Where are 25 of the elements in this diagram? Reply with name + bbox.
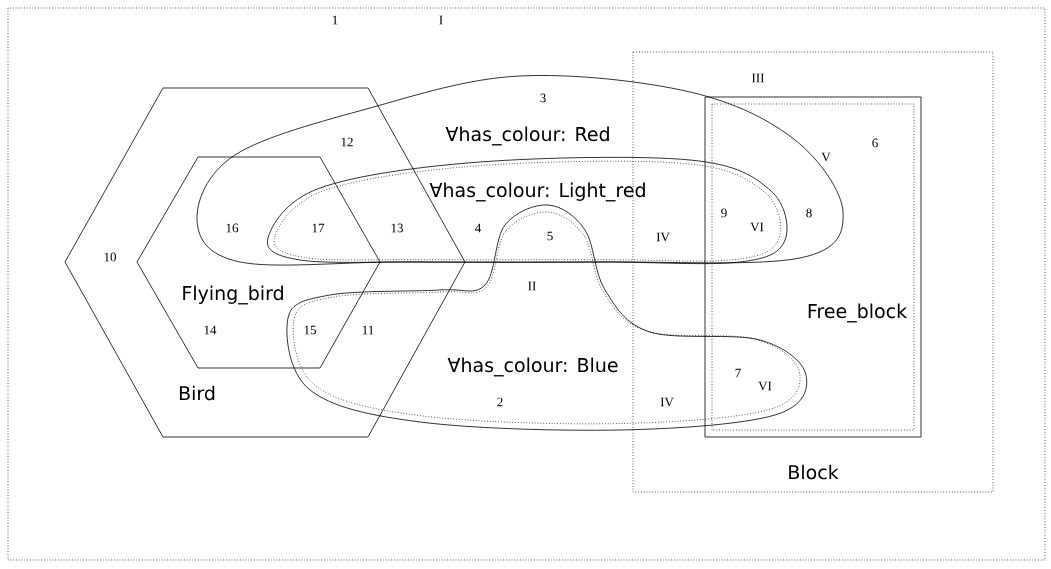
region-number: 6: [872, 138, 878, 148]
region-number: 15: [304, 325, 316, 335]
region-number: 16: [226, 223, 239, 233]
region-number: VI: [758, 381, 772, 391]
region-number: 7: [735, 368, 741, 378]
region-number: 2: [497, 397, 503, 407]
region-number: 8: [806, 208, 812, 218]
region-number: 1: [332, 15, 338, 25]
region-number: 10: [104, 252, 116, 262]
region-number: 12: [341, 137, 353, 147]
region-number: VI: [750, 222, 764, 232]
region-number: II: [528, 281, 536, 291]
region-number: 3: [540, 93, 546, 103]
region-number: IV: [660, 397, 674, 407]
region-number: 13: [391, 223, 403, 233]
region-number: 17: [312, 223, 325, 233]
region-number: III: [752, 73, 765, 83]
region-number: I: [439, 15, 443, 25]
region-number: IV: [656, 232, 670, 242]
region-number: 11: [362, 325, 374, 335]
region-number: 14: [204, 325, 217, 335]
region-number: 5: [547, 231, 553, 241]
region-number: 9: [721, 208, 727, 218]
region-number: V: [821, 152, 831, 162]
region-number: 4: [475, 223, 482, 233]
